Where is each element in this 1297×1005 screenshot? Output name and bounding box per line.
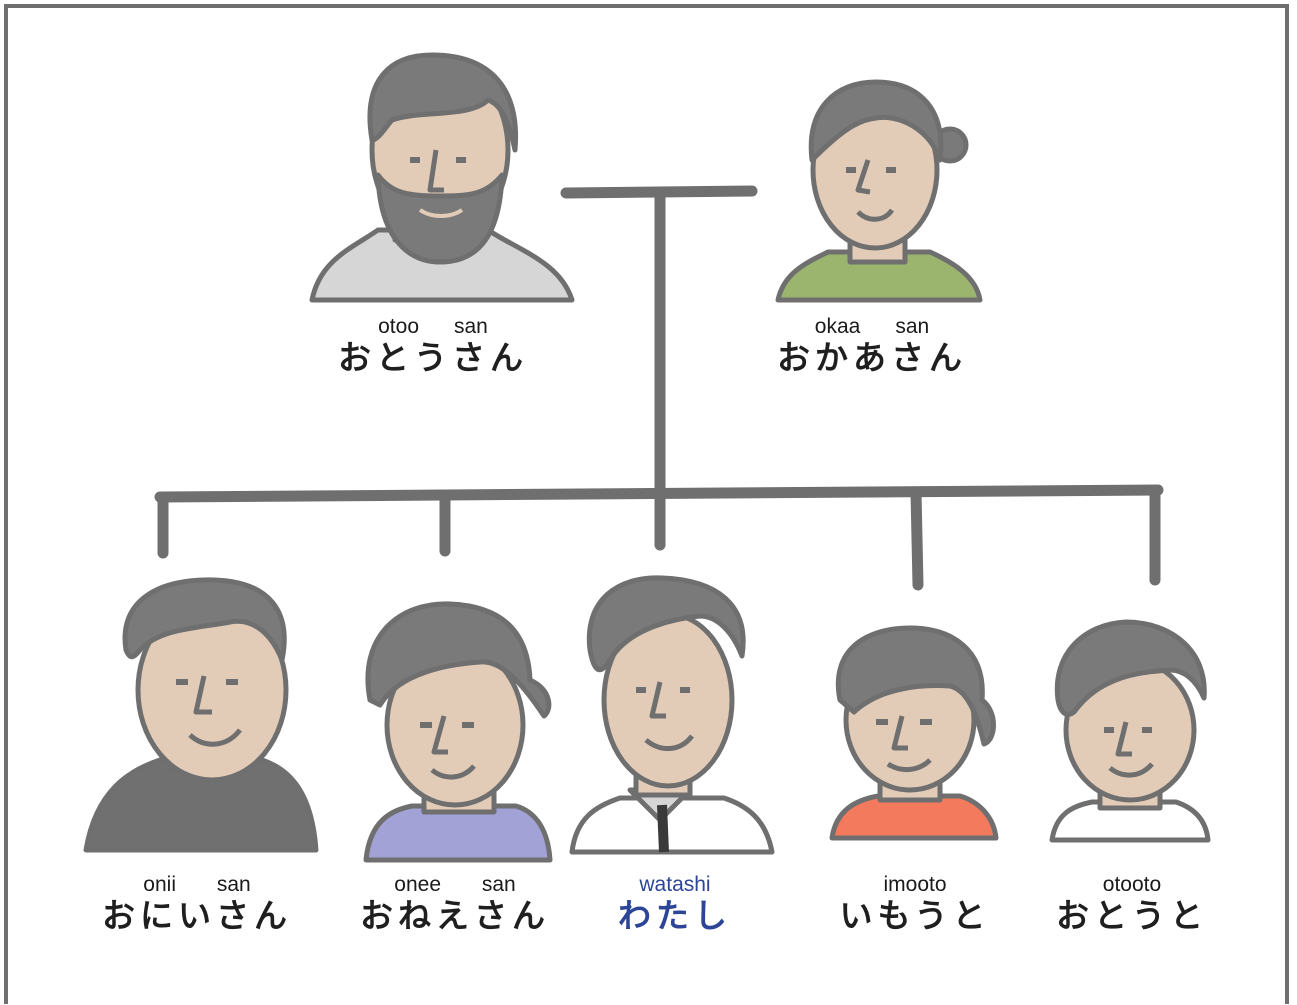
- romaji-older-brother: onii san: [143, 873, 251, 896]
- kana-mother: おかあさん: [777, 338, 967, 377]
- romaji-older-sister: onee san: [394, 873, 516, 896]
- diagram-frame: [4, 4, 1289, 1004]
- kana-older-sister: おねえさん: [360, 896, 550, 935]
- label-father: otoo san おとうさん: [303, 316, 563, 378]
- older-brother-portrait: [83, 577, 319, 853]
- kana-younger-sister: いもうと: [839, 896, 991, 935]
- sibling-bar: [154, 484, 1164, 503]
- father-portrait: [309, 52, 575, 303]
- label-younger-sister: imooto いもうと: [785, 874, 1045, 936]
- younger-brother-portrait: [1049, 619, 1211, 843]
- younger-sister-portrait: [829, 625, 999, 841]
- kana-me: わたし: [618, 896, 732, 935]
- label-older-sister: onee san おねえさん: [325, 874, 585, 936]
- label-mother: okaa san おかあさん: [742, 316, 1002, 378]
- older-sister-portrait: [363, 601, 553, 863]
- branch-younger-sister: [910, 486, 924, 591]
- kana-father: おとうさん: [338, 338, 528, 377]
- kana-older-brother: おにいさん: [102, 896, 292, 935]
- label-younger-brother: otooto おとうと: [1002, 874, 1262, 936]
- romaji-me: watashi: [639, 873, 711, 896]
- romaji-mother: okaa san: [814, 315, 930, 338]
- me-portrait: [569, 575, 775, 855]
- label-me: watashi わたし: [545, 874, 805, 936]
- tree-connectors: [154, 185, 1164, 591]
- label-older-brother: onii san おにいさん: [67, 874, 327, 936]
- romaji-father: otoo san: [378, 315, 488, 338]
- romaji-younger-brother: otooto: [1102, 873, 1162, 896]
- mother-portrait: [775, 79, 983, 303]
- romaji-younger-sister: imooto: [883, 873, 947, 896]
- kana-younger-brother: おとうと: [1056, 896, 1208, 935]
